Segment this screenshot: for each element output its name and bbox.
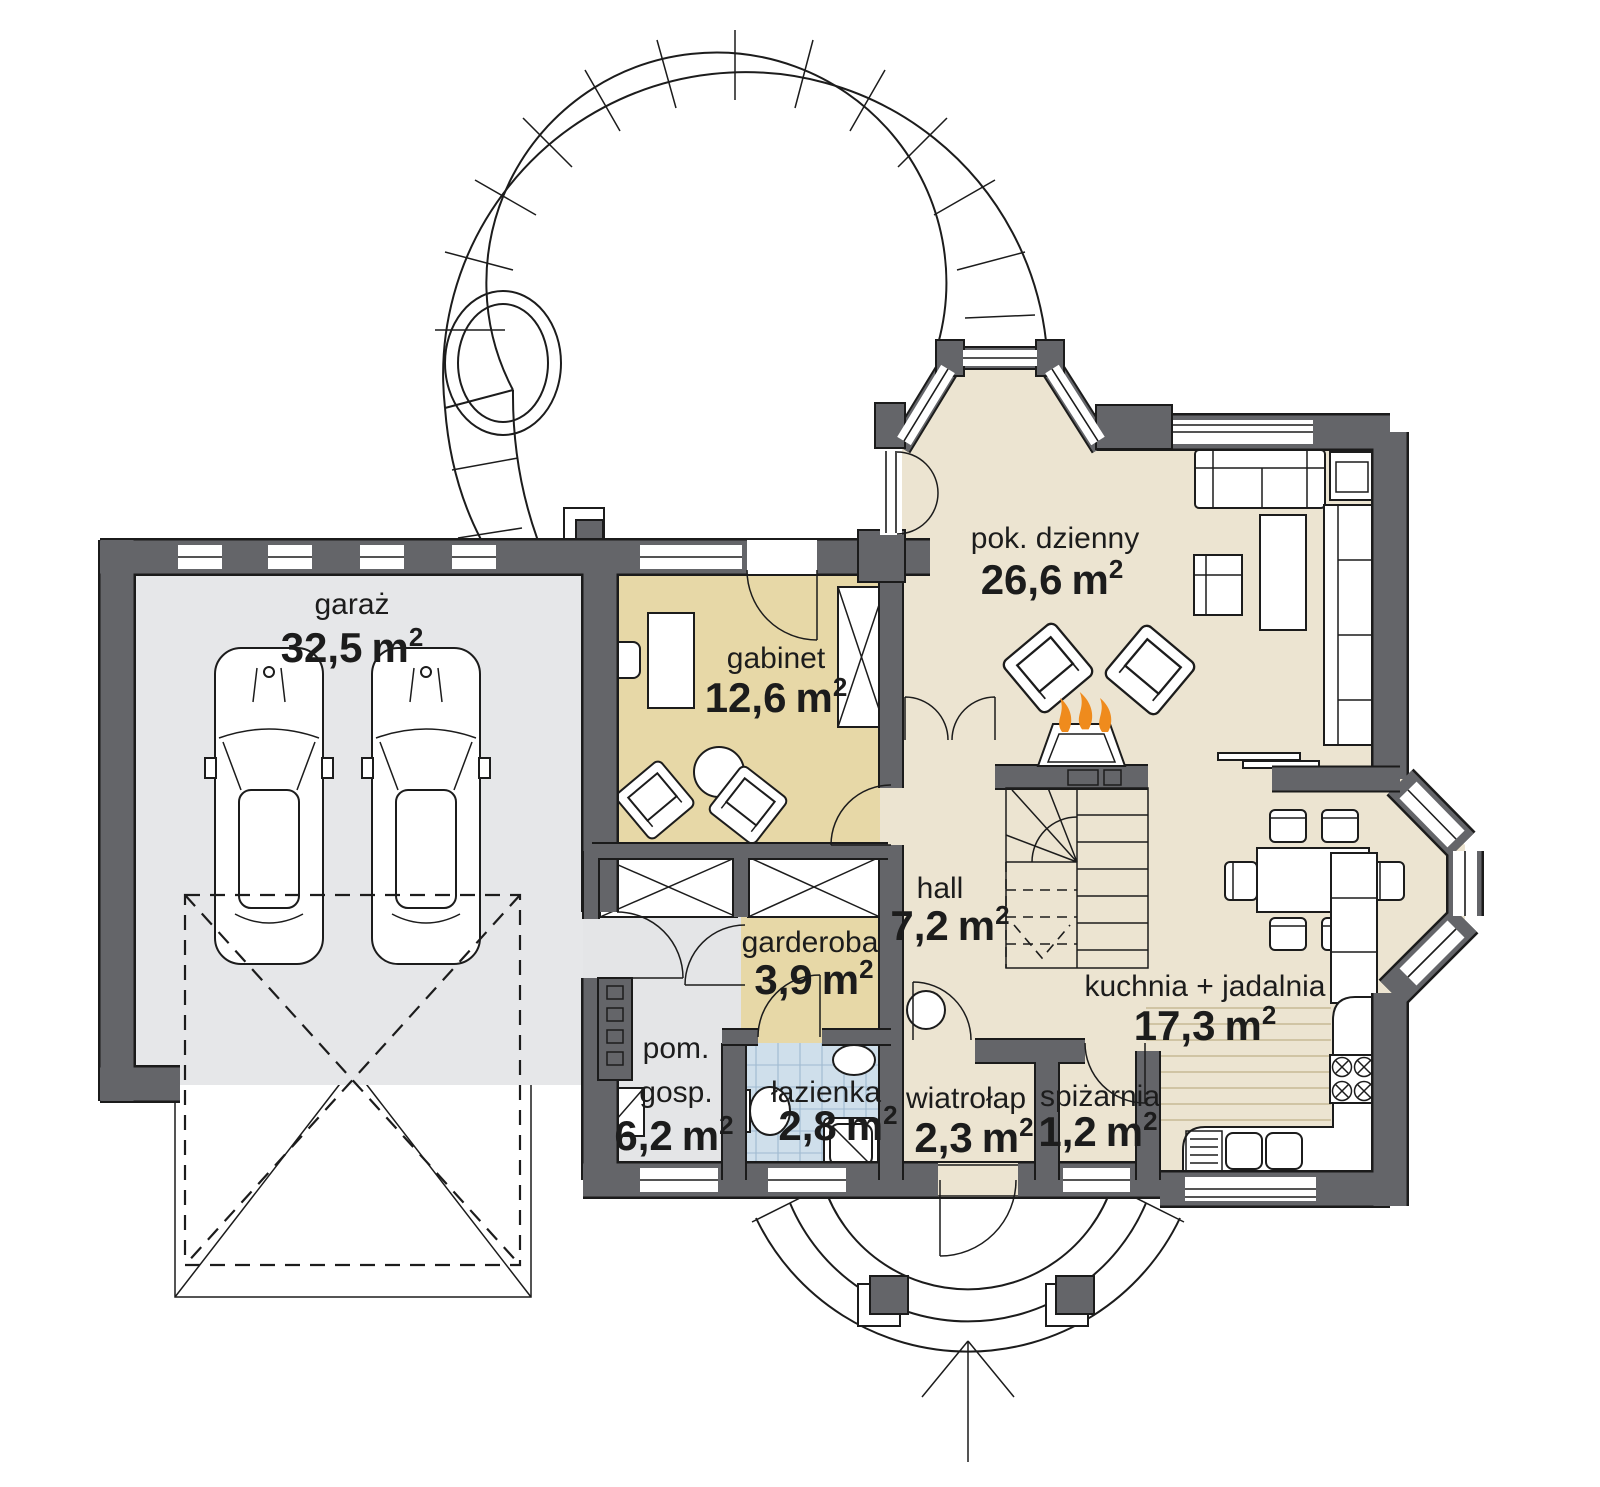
- entry-steps: [751, 1183, 1185, 1462]
- svg-text:7,2m2: 7,2m2: [890, 900, 1009, 949]
- side-table: [1193, 554, 1243, 616]
- svg-text:pom.: pom.: [643, 1032, 710, 1065]
- living-furniture: [999, 449, 1375, 769]
- car-icon: [204, 647, 334, 965]
- sofa: [1194, 449, 1326, 509]
- coffee-table: [1259, 514, 1307, 631]
- garage-door-zone: [183, 893, 522, 1267]
- windows: [178, 350, 1477, 1201]
- svg-text:gosp.: gosp.: [639, 1076, 712, 1109]
- washbasin: [832, 1044, 876, 1076]
- kitchen-floor-stripes: [1146, 1007, 1331, 1121]
- svg-text:pok. dzienny: pok. dzienny: [971, 522, 1139, 555]
- kitchen-counter: [1182, 996, 1378, 1176]
- svg-text:26,6m2: 26,6m2: [981, 554, 1124, 603]
- wardrobe-cabinet: [837, 586, 886, 728]
- fridge-cabinet: [1330, 852, 1378, 1004]
- desk: [647, 612, 695, 709]
- svg-text:1,2m2: 1,2m2: [1038, 1106, 1157, 1155]
- svg-text:kuchnia + jadalnia: kuchnia + jadalnia: [1084, 970, 1325, 1003]
- doors: [616, 451, 1146, 1257]
- svg-text:3,9m2: 3,9m2: [754, 954, 873, 1003]
- svg-text:garderoba: garderoba: [742, 926, 879, 959]
- garage-door-passage-floor: [583, 912, 617, 978]
- entry-post-left: [857, 1275, 909, 1327]
- svg-text:2,8m2: 2,8m2: [778, 1100, 897, 1149]
- svg-text:12,6m2: 12,6m2: [705, 672, 848, 721]
- svg-text:łazienka: łazienka: [771, 1076, 881, 1109]
- terrace-circle-feature: [444, 290, 562, 436]
- svg-text:gabinet: gabinet: [727, 642, 826, 675]
- svg-text:spiżarnia: spiżarnia: [1040, 1080, 1160, 1113]
- stove: [1329, 1054, 1377, 1104]
- svg-text:wiatrołap: wiatrołap: [905, 1082, 1026, 1115]
- entry-post-right: [1045, 1275, 1095, 1327]
- svg-text:17,3m2: 17,3m2: [1134, 1000, 1277, 1049]
- corner-sofa: [1323, 504, 1375, 746]
- car-icon: [361, 647, 491, 965]
- kitchen-fittings: [1182, 852, 1378, 1176]
- flame-icon: [1059, 692, 1112, 732]
- svg-text:6,2m2: 6,2m2: [614, 1110, 733, 1159]
- fireplace: [1036, 692, 1127, 786]
- svg-text:hall: hall: [917, 872, 964, 905]
- svg-text:2,3m2: 2,3m2: [914, 1112, 1033, 1161]
- sink: [1185, 1130, 1303, 1172]
- staircase: [1005, 787, 1149, 969]
- round-fixture: [906, 990, 946, 1030]
- driveway-canopy: [174, 1066, 532, 1298]
- radiator: [597, 977, 633, 1081]
- room-living-hall-kitchen-floor: [880, 365, 1465, 1190]
- svg-text:garaż: garaż: [314, 588, 389, 621]
- svg-text:32,5m2: 32,5m2: [281, 622, 424, 671]
